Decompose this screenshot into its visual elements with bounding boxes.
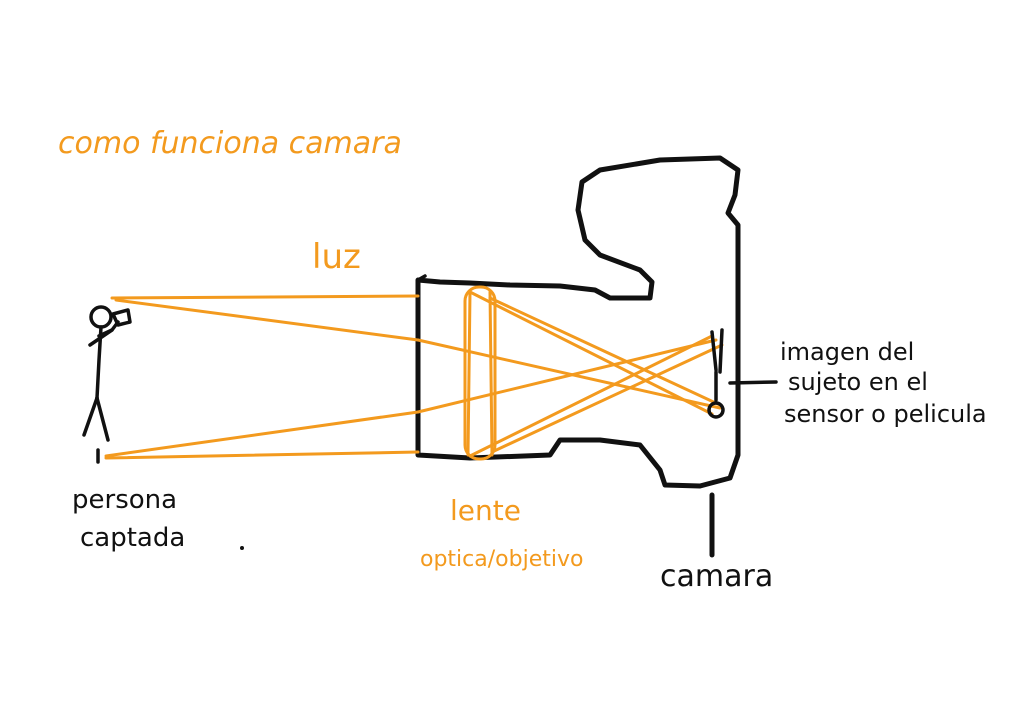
- ray-bottom-diag: [104, 410, 420, 458]
- ray-bottom-crossing-2: [490, 343, 724, 454]
- image-label-line1: imagen del: [780, 338, 914, 366]
- camera-body: [415, 155, 741, 489]
- image-pointer: [728, 380, 778, 385]
- camera-label: camara: [660, 559, 773, 594]
- lens-element: [463, 285, 497, 461]
- subject-label-line2: captada: [80, 523, 185, 553]
- ray-top-straight: [110, 294, 420, 300]
- ray-mid-bottom: [416, 338, 718, 414]
- image-label-line2: sujeto en el: [788, 368, 928, 396]
- ink-dot: [240, 546, 244, 550]
- ray-bottom-straight: [104, 450, 420, 460]
- subject-label-line1: persona: [72, 485, 177, 515]
- ray-top-diag: [114, 298, 420, 342]
- diagram-title: como funciona camara: [58, 126, 402, 161]
- lens-label: lente: [450, 494, 521, 527]
- subject-figure: [82, 305, 132, 464]
- ray-top-crossing-2: [488, 296, 722, 407]
- image-label-line3: sensor o pelicula: [784, 400, 987, 428]
- light-label: luz: [312, 237, 361, 277]
- sensor-image: [707, 328, 725, 419]
- lens-sublabel: optica/objetivo: [420, 547, 583, 572]
- ray-bottom-crossing: [468, 334, 714, 458]
- light-rays: [104, 290, 724, 460]
- ray-top-crossing: [468, 290, 714, 416]
